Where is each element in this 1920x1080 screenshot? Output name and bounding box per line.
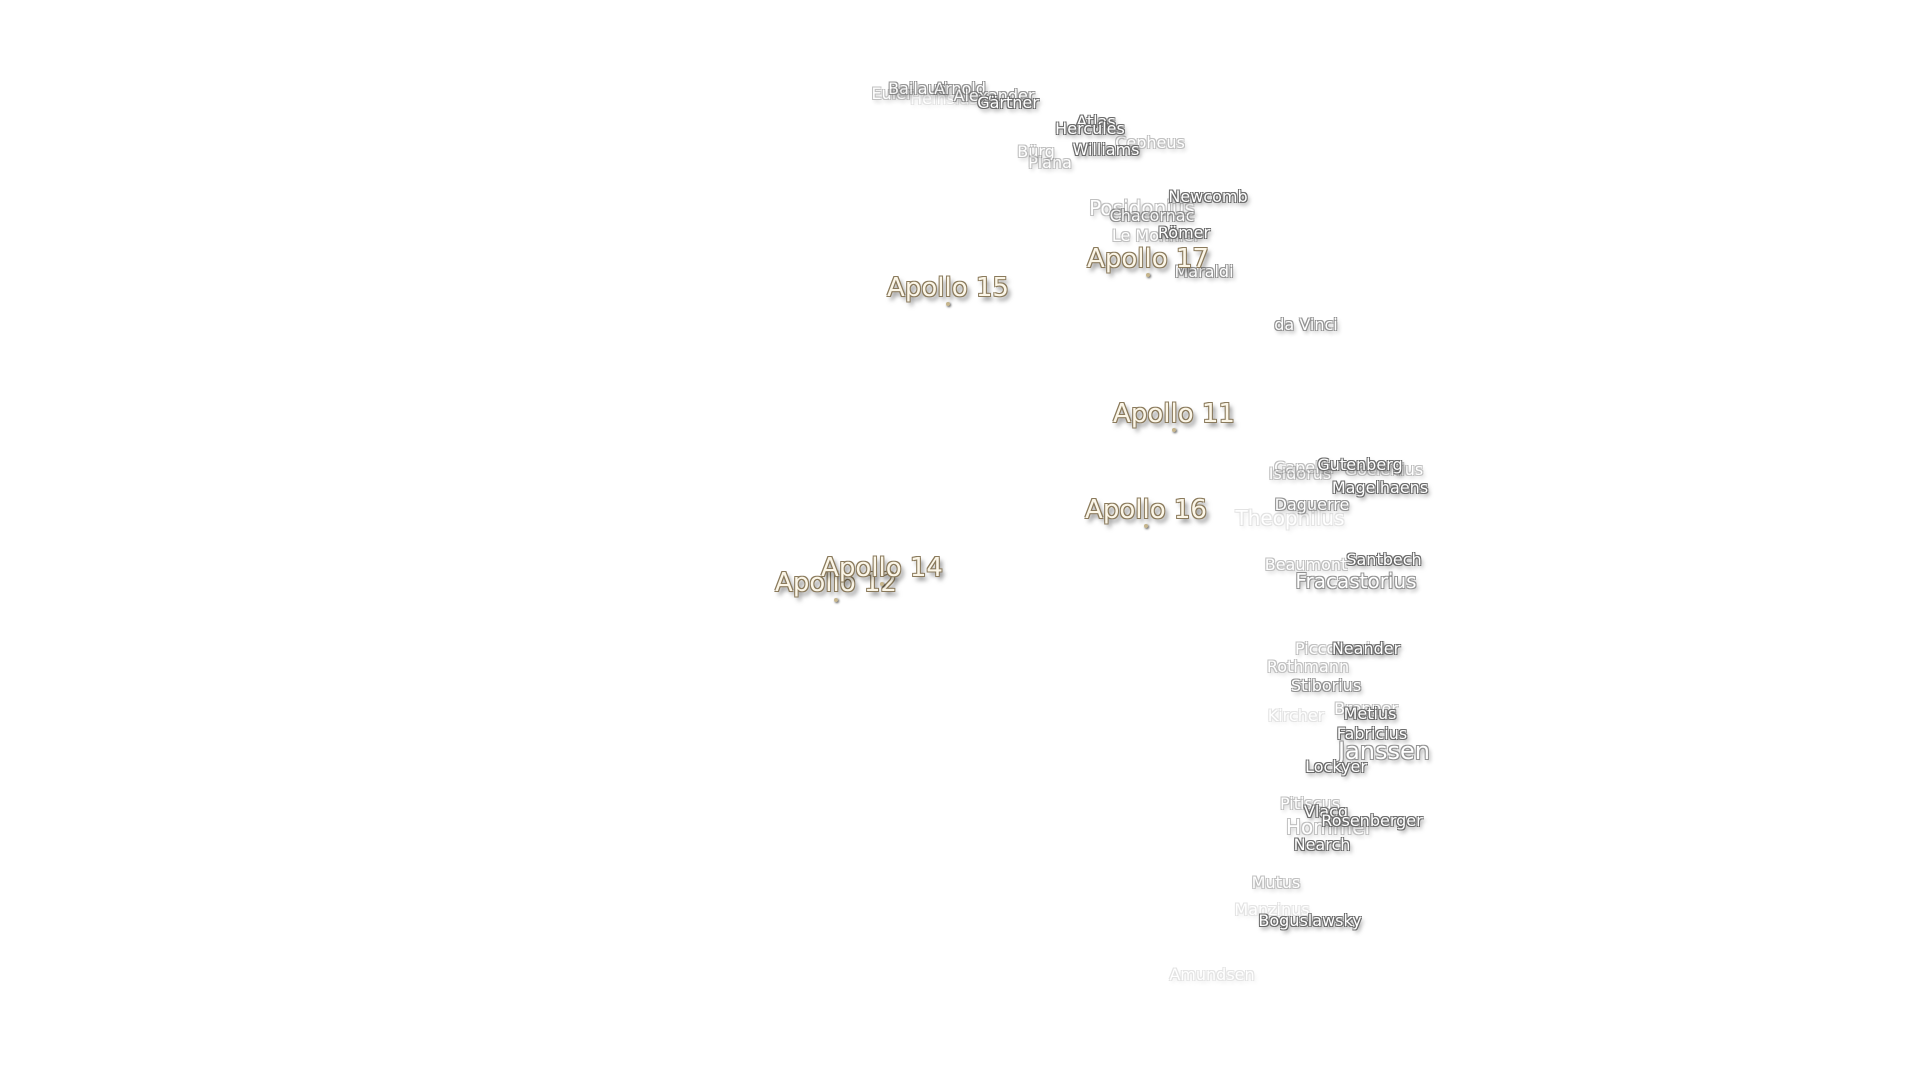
crater-label-lockyer[interactable]: Lockyer [1305,757,1367,776]
crater-label-da-vinci[interactable]: da Vinci [1274,315,1338,334]
crater-label-newcomb[interactable]: Newcomb [1168,187,1248,206]
apollo-site-marker[interactable] [1146,273,1150,277]
apollo-15-label[interactable]: Apollo 15 [887,273,1009,303]
apollo-site-marker[interactable] [946,302,950,306]
crater-label-williams[interactable]: Williams [1072,140,1140,159]
crater-label-stiborius[interactable]: Stiborius [1290,676,1362,695]
crater-label-fracastorius[interactable]: Fracastorius [1295,569,1417,593]
crater-label-theophilus[interactable]: Theophilus [1235,506,1345,530]
crater-label-isidorus[interactable]: Isidorus [1268,464,1332,483]
crater-label-janssen[interactable]: Janssen [1338,737,1430,765]
crater-label-rothmann[interactable]: Rothmann [1266,657,1350,676]
crater-label-burg[interactable]: Bürg [1017,142,1055,161]
crater-label-gartner[interactable]: Gärtner [977,93,1039,112]
apollo-14-label[interactable]: Apollo 14 [821,553,943,583]
crater-label-daguerre[interactable]: Daguerre [1274,495,1350,514]
crater-label-posidonius[interactable]: Posidonius [1089,196,1195,220]
apollo-12-label[interactable]: Apollo 12 [775,568,897,598]
crater-label-beaumont[interactable]: Beaumont [1264,555,1348,574]
crater-label-hercules[interactable]: Hercules [1055,119,1125,138]
crater-label-santbech[interactable]: Santbech [1346,550,1422,569]
crater-label-boguslawsky[interactable]: Boguslawsky [1258,911,1362,930]
crater-label-metius[interactable]: Metius [1343,704,1397,723]
crater-label-plana[interactable]: Plana [1028,153,1072,172]
crater-label-pitiscus[interactable]: Pitiscus [1279,794,1341,813]
crater-label-kircher[interactable]: Kircher [1267,706,1325,725]
crater-label-arnold[interactable]: Arnold [934,79,986,98]
crater-label-heinsius[interactable]: Heinsius [910,89,978,108]
crater-label-piccolomini[interactable]: Piccolomini [1295,639,1385,658]
crater-label-maraldi[interactable]: Maraldi [1174,262,1234,281]
crater-label-hommel[interactable]: Hommel [1285,815,1371,839]
crater-label-le-monnier[interactable]: Le Monnier [1111,226,1201,245]
crater-label-cepheus[interactable]: Cepheus [1115,133,1185,152]
crater-label-rosenberger[interactable]: Rosenberger [1321,811,1423,830]
crater-label-romer[interactable]: Römer [1157,223,1211,242]
apollo-site-marker[interactable] [880,582,884,586]
crater-label-magelhaens[interactable]: Magelhaens [1331,478,1429,497]
apollo-site-marker[interactable] [834,598,838,602]
crater-label-gutenberg[interactable]: Gutenberg [1317,455,1403,474]
crater-label-capella[interactable]: Capella [1274,458,1334,477]
apollo-16-label[interactable]: Apollo 16 [1085,495,1207,525]
crater-label-fabricius[interactable]: Fabricius [1336,724,1408,743]
apollo-11-label[interactable]: Apollo 11 [1113,399,1235,429]
apollo-site-marker[interactable] [1172,428,1176,432]
crater-label-chacornac[interactable]: Chacornac [1109,206,1195,225]
apollo-17-label[interactable]: Apollo 17 [1087,244,1209,274]
crater-label-neander[interactable]: Neander [1331,639,1401,658]
crater-label-brenner[interactable]: Brenner [1334,699,1398,718]
crater-label-bailaud[interactable]: Bailaud [888,79,948,98]
crater-label-alexander[interactable]: Alexander [953,86,1035,105]
crater-label-amundsen[interactable]: Amundsen [1169,965,1255,984]
crater-label-atlas[interactable]: Atlas [1076,112,1116,131]
crater-label-vlacq[interactable]: Vlacq [1303,802,1349,821]
apollo-site-marker[interactable] [1144,524,1148,528]
crater-label-euler[interactable]: Euler [871,84,913,103]
crater-label-nearch[interactable]: Nearch [1293,835,1351,854]
crater-label-manzinus[interactable]: Manzinus [1234,900,1310,919]
crater-label-mutus[interactable]: Mutus [1251,873,1301,892]
crater-label-goclenius[interactable]: Goclenius [1344,460,1424,479]
